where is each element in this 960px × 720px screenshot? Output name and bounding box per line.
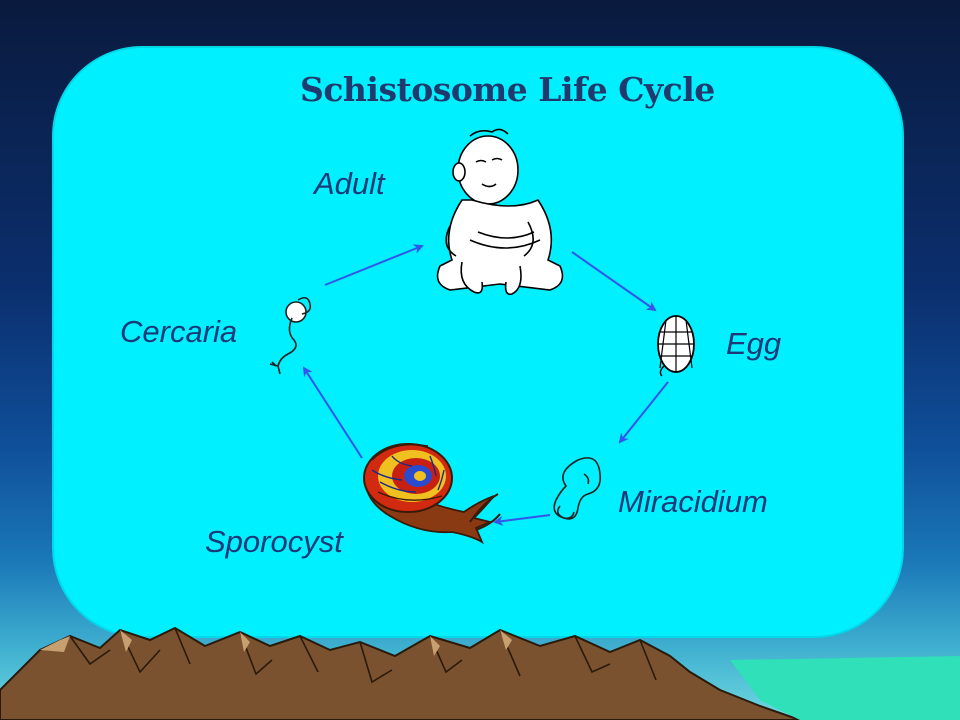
label-sporocyst: Sporocyst [205,524,343,559]
cycle-arrows [302,244,669,526]
arrow-cercaria-to-adult [324,244,424,286]
arrow-egg-to-miracidium [618,381,669,444]
miracidium-icon [553,457,602,520]
label-cercaria: Cercaria [120,314,238,349]
egg-icon [657,315,695,377]
arrow-snail-to-cercaria [302,366,363,459]
cercaria-icon [269,296,312,375]
diagram-title: Schistosome Life Cycle [300,70,715,109]
label-adult: Adult [314,166,385,201]
label-miracidium: Miracidium [618,484,768,519]
arrow-miracidium-to-snail [493,514,551,526]
arrow-adult-to-egg [571,251,657,312]
mountain-range [0,626,960,720]
snail-icon [363,443,501,545]
label-egg: Egg [726,326,782,361]
baby-icon [436,128,564,296]
